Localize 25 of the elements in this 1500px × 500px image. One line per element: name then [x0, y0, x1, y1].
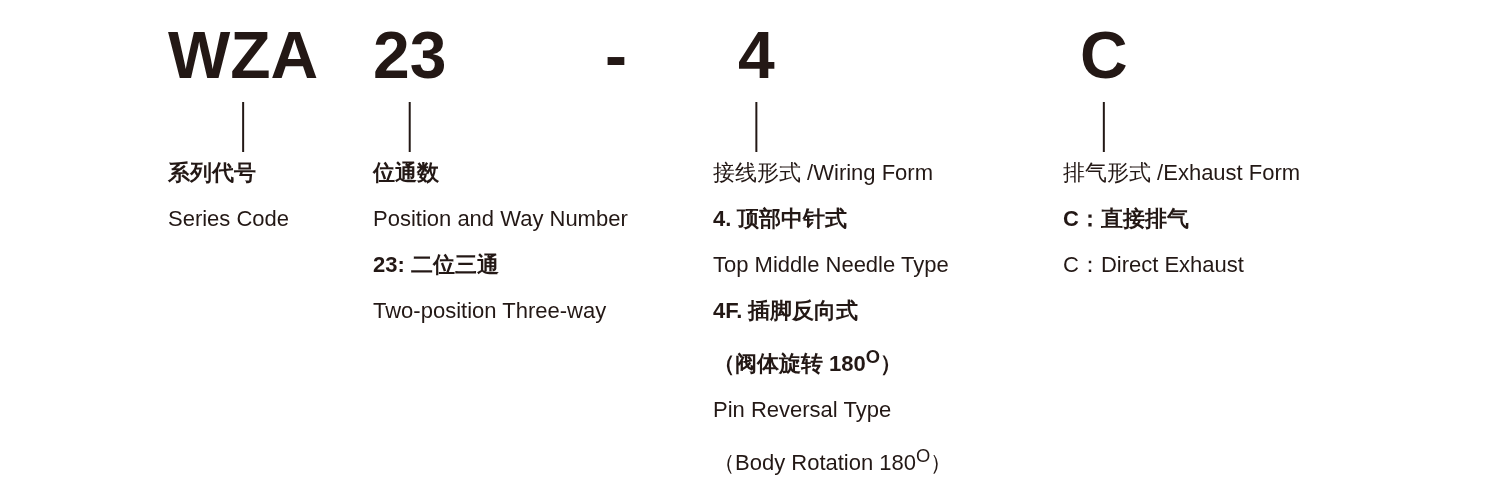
field-description: Position and Way Number: [373, 206, 628, 232]
field-description: Series Code: [168, 206, 290, 232]
model-code: 23: [373, 22, 447, 88]
leader-line: [408, 101, 411, 153]
leader-line: [1102, 101, 1105, 153]
field-description: 4F. 插脚反向式: [713, 298, 860, 324]
leader-line: [755, 101, 758, 153]
field-description: 4. 顶部中针式: [713, 206, 849, 232]
field-heading: 排气形式 /Exhaust Form: [1063, 160, 1301, 186]
field-description: （阀体旋转 180$^{O}$）: [713, 345, 904, 378]
separator-dash: -: [605, 22, 627, 88]
model-code: 4: [738, 22, 775, 88]
field-description: Pin Reversal Type: [713, 397, 893, 424]
model-code: C: [1080, 22, 1128, 88]
field-description: （Body Rotation 180$^{O}$）: [713, 444, 953, 477]
model-code: WZA: [168, 22, 319, 88]
leader-line: [242, 101, 245, 153]
field-description: 23: 二位三通: [373, 252, 500, 278]
field-heading: 位通数: [373, 160, 440, 186]
field-heading: 系列代号: [168, 160, 257, 186]
field-description: Top Middle Needle Type: [713, 252, 950, 278]
field-description: Two-position Three-way: [373, 298, 608, 324]
field-description: C：直接排气: [1063, 206, 1190, 232]
field-description: C：Direct Exhaust: [1063, 252, 1245, 278]
field-heading: 接线形式 /Wiring Form: [713, 160, 934, 186]
